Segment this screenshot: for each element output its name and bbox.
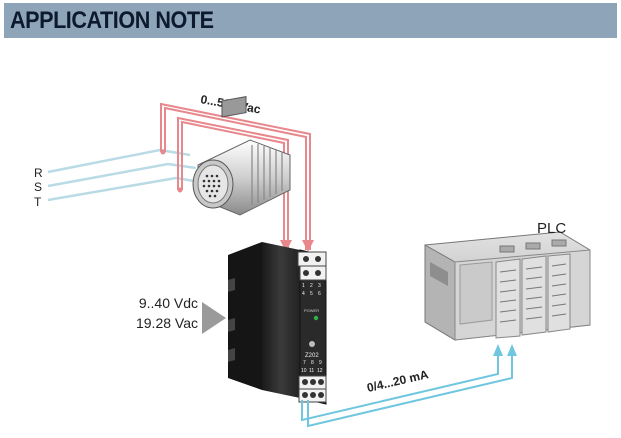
power-text: POWER xyxy=(304,308,319,313)
terminal-11: 11 xyxy=(309,368,314,374)
terminal-10: 10 xyxy=(301,368,307,374)
converter-device: 1 2 3 4 5 6 POWER Z202 7 8 9 10 11 12 xyxy=(228,242,327,405)
voltage-arrow-right xyxy=(302,240,314,252)
current-arrow-right xyxy=(507,344,517,356)
phase-junction-t xyxy=(177,187,183,193)
voltage-input-wires xyxy=(160,102,311,250)
terminal-9: 9 xyxy=(319,360,322,366)
terminal-12: 12 xyxy=(317,368,323,374)
phase-label-t: T xyxy=(34,195,42,209)
terminal-7: 7 xyxy=(303,360,306,366)
supply-label-ac: 19.28 Vac xyxy=(136,315,198,331)
plc-label: PLC xyxy=(537,220,566,237)
header-bar: APPLICATION NOTE xyxy=(4,3,617,38)
terminal-5: 5 xyxy=(310,291,313,297)
device-logo xyxy=(309,341,315,347)
supply-label-dc: 9..40 Vdc xyxy=(139,295,198,311)
phase-label-s: S xyxy=(34,180,42,194)
current-arrow-left xyxy=(493,344,503,356)
page-title: APPLICATION NOTE xyxy=(10,7,214,34)
phase-junction-r xyxy=(160,149,166,155)
terminal-1: 1 xyxy=(302,283,305,289)
terminal-4: 4 xyxy=(302,291,305,297)
terminal-2: 2 xyxy=(310,283,313,289)
output-label: 0/4...20 mA xyxy=(366,367,431,395)
motor xyxy=(192,96,291,216)
phase-label-r: R xyxy=(34,166,43,180)
terminal-6: 6 xyxy=(318,291,321,297)
device-model: Z202 xyxy=(305,353,319,359)
voltage-arrow-left xyxy=(280,240,292,252)
terminal-3: 3 xyxy=(318,283,321,289)
supply-arrow xyxy=(202,302,226,334)
power-led xyxy=(313,315,319,321)
terminal-8: 8 xyxy=(311,360,314,366)
current-output-wires xyxy=(301,350,513,428)
plc xyxy=(424,231,591,341)
